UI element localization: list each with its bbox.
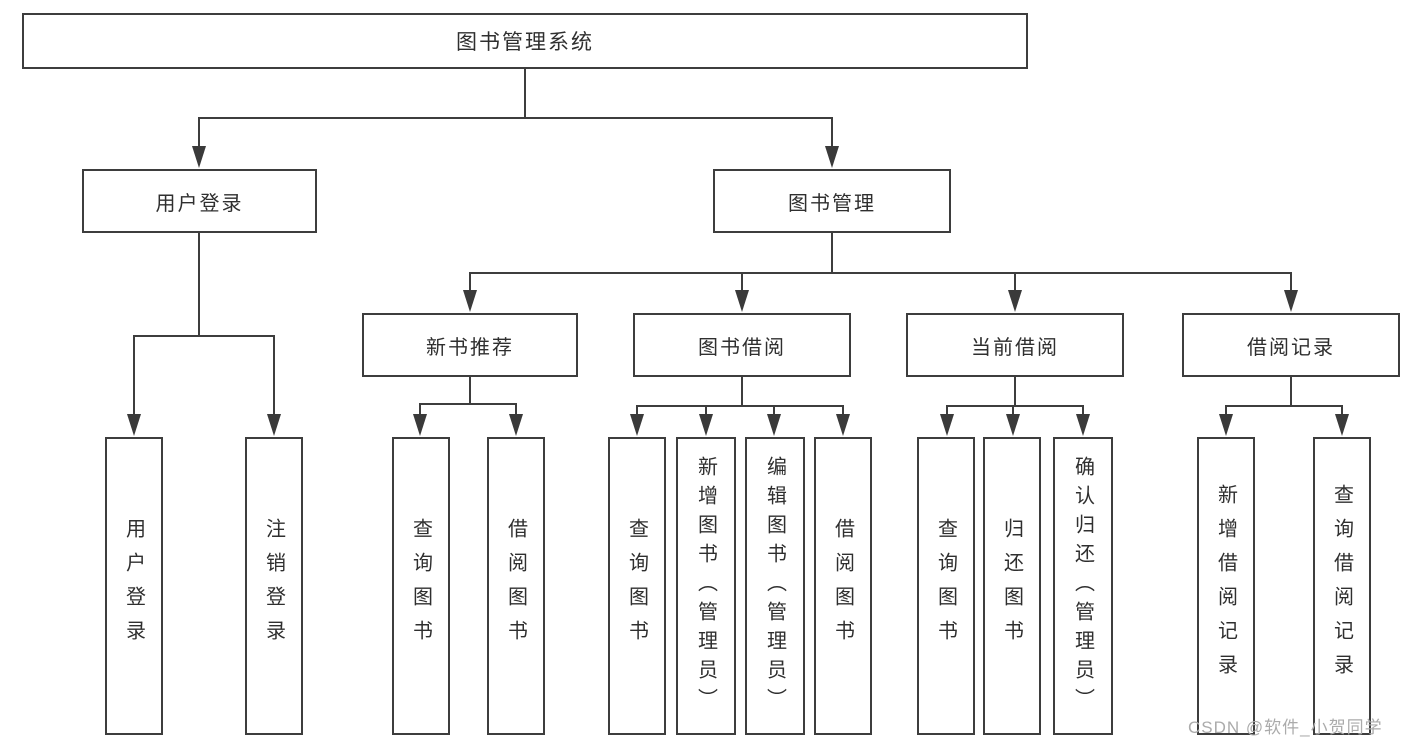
node-label: 当前借阅 <box>971 336 1059 359</box>
node-label: 借阅记录 <box>1247 336 1335 359</box>
node-label: 新书推荐 <box>426 336 514 359</box>
connector-line <box>198 233 200 336</box>
leaf-label: 归还图书 <box>1000 518 1023 654</box>
connector-line <box>469 272 471 291</box>
node-label: 图书管理 <box>788 192 876 215</box>
arrow-down-icon <box>1076 414 1090 436</box>
connector-line <box>741 377 743 406</box>
csdn-watermark: CSDN @软件_小贺同学 <box>1188 718 1383 737</box>
connector-line <box>636 405 638 415</box>
arrow-down-icon <box>767 414 781 436</box>
connector-line <box>524 69 526 118</box>
arrow-down-icon <box>836 414 850 436</box>
arrow-down-icon <box>1219 414 1233 436</box>
leaf-add-borrow-record: 新增借阅记录 <box>1197 437 1255 735</box>
leaf-return-books: 归还图书 <box>983 437 1041 735</box>
arrow-down-icon <box>630 414 644 436</box>
leaf-label: 确认归还（管理员） <box>1071 455 1094 717</box>
node-user-login: 用户登录 <box>82 169 317 233</box>
arrow-down-icon <box>940 414 954 436</box>
connector-line <box>1341 405 1343 415</box>
node-current-borrow: 当前借阅 <box>906 313 1124 377</box>
connector-line <box>1290 272 1292 291</box>
leaf-label: 新增图书（管理员） <box>694 455 717 717</box>
connector-line <box>1014 377 1016 406</box>
leaf-label: 借阅图书 <box>504 518 527 654</box>
connector-line <box>946 405 948 415</box>
node-label: 图书管理系统 <box>456 31 594 54</box>
connector-line <box>842 405 844 415</box>
node-book-borrow: 图书借阅 <box>633 313 851 377</box>
leaf-label: 借阅图书 <box>831 518 854 654</box>
leaf-query-books-1: 查询图书 <box>392 437 450 735</box>
leaf-query-books-3: 查询图书 <box>917 437 975 735</box>
leaf-label: 查询图书 <box>409 518 432 654</box>
connector-line <box>515 403 517 415</box>
node-label: 图书借阅 <box>698 336 786 359</box>
leaf-logout: 注销登录 <box>245 437 303 735</box>
leaf-confirm-return-admin: 确认归还（管理员） <box>1053 437 1113 735</box>
connector-line <box>133 335 135 415</box>
arrow-down-icon <box>699 414 713 436</box>
leaf-label: 注销登录 <box>262 518 285 654</box>
leaf-label: 查询图书 <box>625 518 648 654</box>
connector-line <box>1082 405 1084 415</box>
leaf-borrow-books-1: 借阅图书 <box>487 437 545 735</box>
leaf-edit-books-admin: 编辑图书（管理员） <box>745 437 805 735</box>
arrow-down-icon <box>267 414 281 436</box>
connector-line <box>946 405 1084 407</box>
connector-line <box>419 403 517 405</box>
node-borrow-record: 借阅记录 <box>1182 313 1400 377</box>
connector-line <box>705 405 707 415</box>
leaf-query-borrow-record: 查询借阅记录 <box>1313 437 1371 735</box>
arrow-down-icon <box>127 414 141 436</box>
connector-line <box>831 117 833 147</box>
connector-line <box>1225 405 1343 407</box>
connector-line <box>469 272 1292 274</box>
connector-line <box>469 377 471 404</box>
leaf-query-books-2: 查询图书 <box>608 437 666 735</box>
node-new-book-recommend: 新书推荐 <box>362 313 578 377</box>
arrow-down-icon <box>1008 290 1022 312</box>
leaf-user-login: 用户登录 <box>105 437 163 735</box>
connector-line <box>198 117 200 147</box>
arrow-down-icon <box>509 414 523 436</box>
connector-line <box>1014 272 1016 291</box>
node-label: 用户登录 <box>155 192 244 215</box>
connector-line <box>1290 377 1292 406</box>
arrow-down-icon <box>413 414 427 436</box>
connector-line <box>273 335 275 415</box>
arrow-down-icon <box>825 146 839 168</box>
leaf-add-books-admin: 新增图书（管理员） <box>676 437 736 735</box>
leaf-label: 查询借阅记录 <box>1330 484 1353 688</box>
connector-line <box>741 272 743 291</box>
arrow-down-icon <box>192 146 206 168</box>
leaf-label: 新增借阅记录 <box>1214 484 1237 688</box>
arrow-down-icon <box>1006 414 1020 436</box>
leaf-label: 编辑图书（管理员） <box>763 455 786 717</box>
node-book-management: 图书管理 <box>713 169 951 233</box>
connector-line <box>419 403 421 415</box>
connector-line <box>198 117 833 119</box>
leaf-label: 用户登录 <box>122 518 145 654</box>
connector-line <box>133 335 275 337</box>
connector-line <box>1225 405 1227 415</box>
arrow-down-icon <box>735 290 749 312</box>
node-library-management-system: 图书管理系统 <box>22 13 1028 69</box>
arrow-down-icon <box>1284 290 1298 312</box>
leaf-label: 查询图书 <box>934 518 957 654</box>
leaf-borrow-books-2: 借阅图书 <box>814 437 872 735</box>
connector-line <box>636 405 844 407</box>
arrow-down-icon <box>463 290 477 312</box>
arrow-down-icon <box>1335 414 1349 436</box>
connector-line <box>831 233 833 273</box>
connector-line <box>773 405 775 415</box>
connector-line <box>1012 405 1014 415</box>
